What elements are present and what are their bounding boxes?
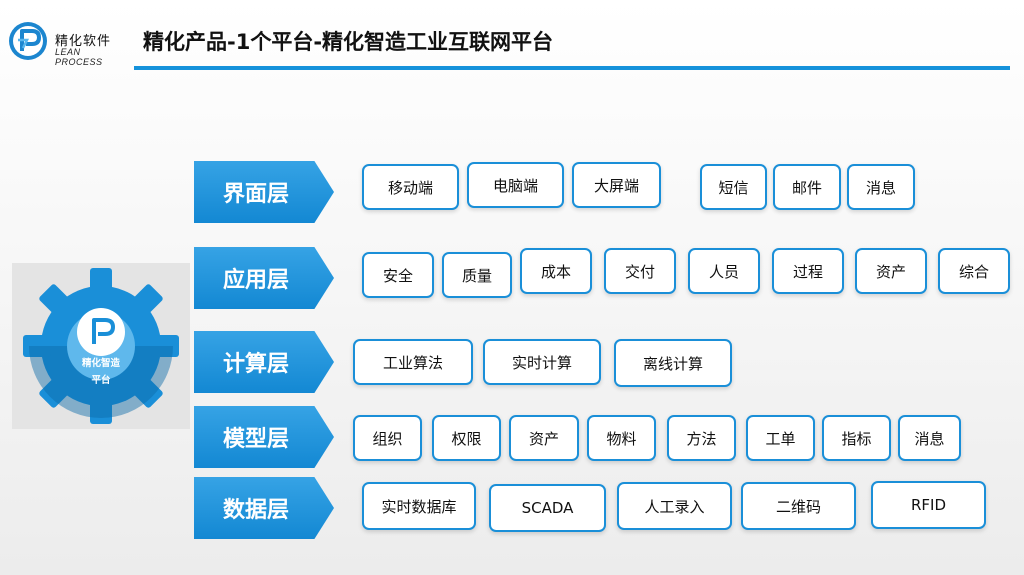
layer-item: 安全 bbox=[362, 252, 434, 298]
layer-item: 方法 bbox=[667, 415, 736, 461]
layer-item: 权限 bbox=[432, 415, 501, 461]
logo-icon bbox=[9, 22, 47, 60]
layer-item: 电脑端 bbox=[467, 162, 564, 208]
layer-item: 二维码 bbox=[741, 482, 856, 530]
logo-english-name: LEAN PROCESS bbox=[55, 47, 103, 67]
layer-item: 综合 bbox=[938, 248, 1010, 294]
layer-item: RFID bbox=[871, 481, 986, 529]
layer-item: 消息 bbox=[898, 415, 961, 461]
layer-item: 短信 bbox=[700, 164, 767, 210]
layer-label-data: 数据层 bbox=[194, 477, 334, 539]
layer-label-application: 应用层 bbox=[194, 247, 334, 309]
layer-item: 组织 bbox=[353, 415, 422, 461]
layer-item: 实时数据库 bbox=[362, 482, 476, 530]
gear-label-line1: 精化智造 bbox=[81, 358, 120, 369]
title-underline bbox=[134, 66, 1010, 70]
layer-item: 工单 bbox=[746, 415, 815, 461]
layer-item: 离线计算 bbox=[614, 339, 732, 387]
layer-item: 成本 bbox=[520, 248, 592, 294]
layer-item: 资产 bbox=[509, 415, 579, 461]
layer-label-compute: 计算层 bbox=[194, 331, 334, 393]
layer-item: 指标 bbox=[822, 415, 891, 461]
layer-item: SCADA bbox=[489, 484, 606, 532]
layer-item: 人员 bbox=[688, 248, 760, 294]
layer-item: 资产 bbox=[855, 248, 927, 294]
gear-icon bbox=[23, 268, 179, 424]
platform-gear-graphic: 精化智造 平台 bbox=[12, 263, 190, 429]
layer-item: 大屏端 bbox=[572, 162, 661, 208]
layer-item: 移动端 bbox=[362, 164, 459, 210]
layer-item: 人工录入 bbox=[617, 482, 732, 530]
layer-item: 工业算法 bbox=[353, 339, 473, 385]
layer-label-interface: 界面层 bbox=[194, 161, 334, 223]
layer-item: 质量 bbox=[442, 252, 512, 298]
company-logo: 精化软件 LEAN PROCESS bbox=[8, 20, 130, 67]
layer-label-model: 模型层 bbox=[194, 406, 334, 468]
layer-item: 交付 bbox=[604, 248, 676, 294]
layer-item: 过程 bbox=[772, 248, 844, 294]
layer-item: 消息 bbox=[847, 164, 915, 210]
logo-chinese-name: 精化软件 bbox=[55, 34, 112, 49]
layer-item: 物料 bbox=[587, 415, 656, 461]
gear-label-line2: 平台 bbox=[91, 375, 111, 386]
layer-item: 实时计算 bbox=[483, 339, 601, 385]
page-title: 精化产品-1个平台-精化智造工业互联网平台 bbox=[143, 30, 554, 54]
layer-item: 邮件 bbox=[773, 164, 841, 210]
